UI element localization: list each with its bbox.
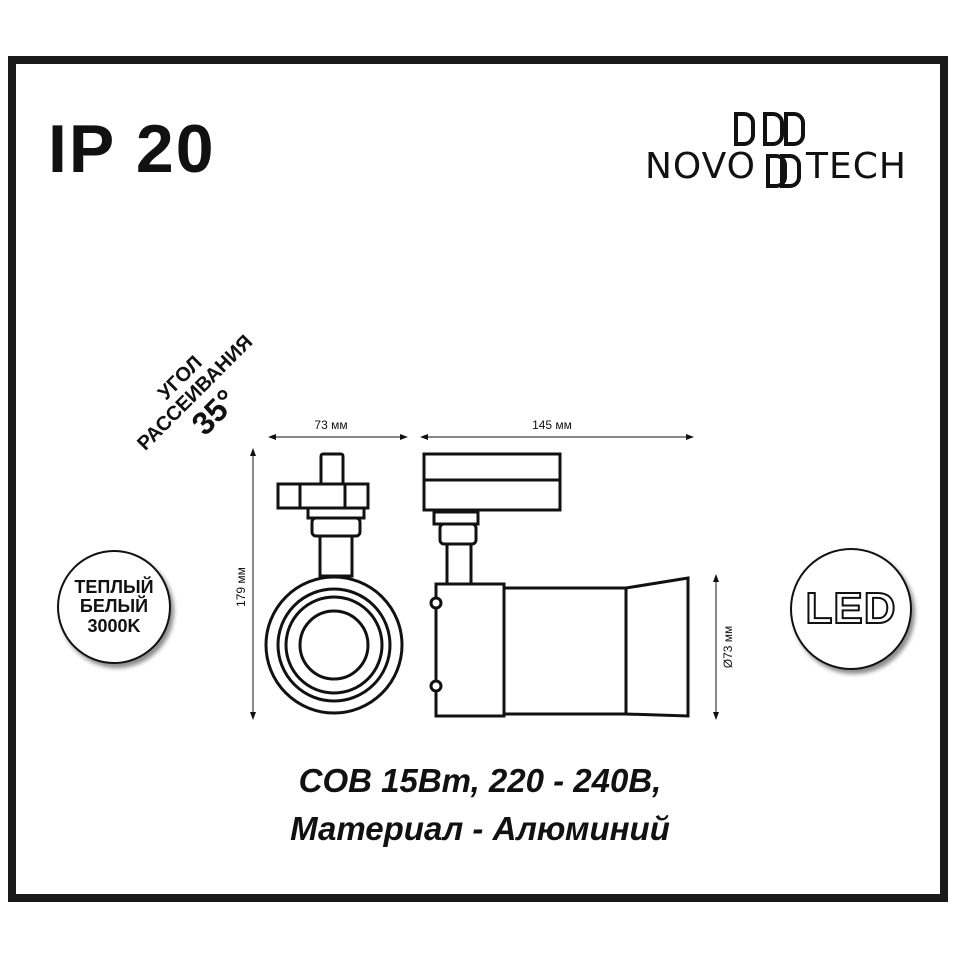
- dimension-side-length-label: 145 мм: [532, 418, 572, 432]
- color-temp-line3: 3000K: [87, 615, 141, 636]
- brand-name-right: TECH: [806, 146, 907, 187]
- ip-rating: IP 20: [48, 111, 216, 187]
- dimension-front-width: 73 мм: [268, 418, 408, 440]
- spec-material: Материал - Алюминий: [290, 810, 670, 847]
- side-view-spotlight: [422, 452, 690, 718]
- led-text: LED: [805, 583, 897, 634]
- front-view-spotlight: [264, 452, 404, 715]
- spec-power-voltage: COB 15Вт, 220 - 240В,: [298, 762, 662, 799]
- logo-mark-icon: [734, 112, 805, 188]
- dimension-diameter-label: Ø73 мм: [721, 626, 735, 669]
- color-temperature-badge: ТЕПЛЫЙ БЕЛЫЙ 3000K: [57, 550, 171, 664]
- color-temp-line1: ТЕПЛЫЙ: [74, 576, 154, 597]
- brand-logo: NOVO TECH: [640, 108, 920, 198]
- dimension-height-label: 179 мм: [234, 567, 248, 607]
- dimension-side-length: 145 мм: [420, 418, 694, 440]
- dimension-height: 179 мм: [234, 448, 256, 720]
- dimension-diameter: Ø73 мм: [713, 574, 735, 720]
- led-badge: LED: [790, 548, 912, 670]
- dimension-front-width-label: 73 мм: [314, 418, 347, 432]
- color-temp-line2: БЕЛЫЙ: [79, 596, 149, 617]
- brand-name-left: NOVO: [645, 146, 756, 187]
